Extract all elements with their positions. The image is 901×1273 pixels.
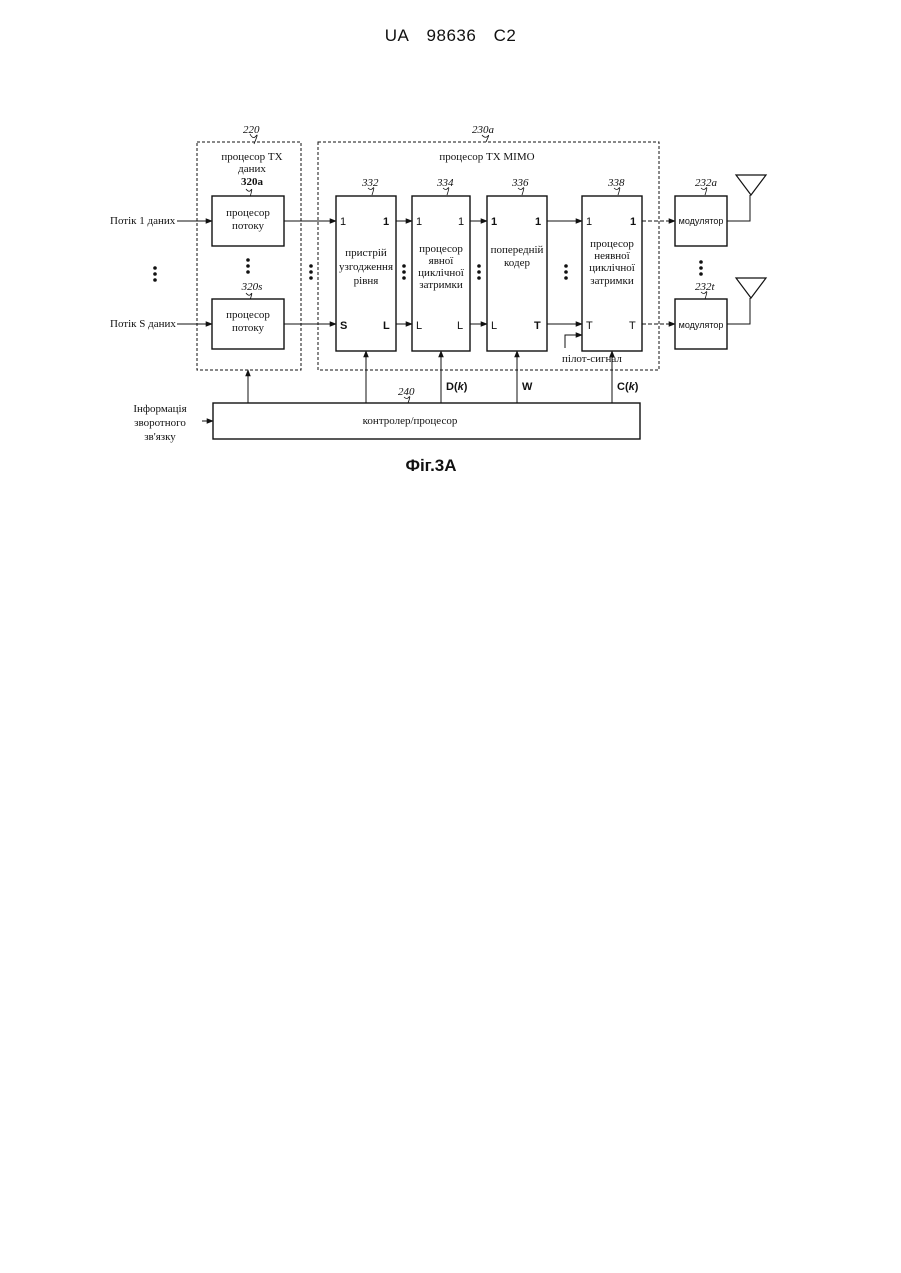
block-334-line4: затримки [419, 279, 463, 291]
ellipsis-dot [699, 272, 703, 276]
ref-332: 332 [361, 177, 379, 189]
modulator-first-label: модулятор [679, 216, 724, 226]
ellipsis-dot [309, 276, 313, 280]
ellipsis-dot [477, 276, 481, 280]
ref-320s: 320s [241, 281, 263, 293]
ellipsis-dot [699, 260, 703, 264]
block-diagram: 220 процесор TX даних 320a процесор пото… [0, 0, 901, 500]
stream-processor-last-line1: процесор [226, 309, 270, 321]
antenna-feed-last [727, 298, 750, 324]
ellipsis-dot [564, 270, 568, 274]
ellipsis-dot [402, 276, 406, 280]
signal-c-label: C(k) [617, 381, 639, 393]
antenna-icon [736, 175, 766, 195]
block-334-line1: процесор [419, 243, 463, 255]
pilot-signal-arrow [565, 335, 582, 348]
ref-336: 336 [511, 177, 529, 189]
antenna-icon [736, 278, 766, 298]
feedback-label-line1: Інформація [133, 403, 186, 415]
block-336-line2: кодер [504, 257, 530, 269]
ellipsis-dot [402, 270, 406, 274]
block-334-port-out-top: 1 [458, 216, 464, 228]
ref-334: 334 [436, 177, 454, 189]
input-stream-last-label: Потік S даних [110, 318, 176, 330]
tx-data-title-line1: процесор TX [221, 151, 282, 163]
stream-processor-first-line2: потоку [232, 220, 265, 232]
block-332-port-out-bottom: L [383, 320, 390, 332]
ref-240: 240 [398, 386, 415, 398]
ref-320a: 320a [241, 176, 264, 188]
block-332-port-in-top: 1 [340, 216, 346, 228]
block-334-line3: циклічної [418, 267, 465, 279]
ellipsis-dot [246, 258, 250, 262]
ref-232t: 232t [695, 281, 716, 293]
modulator-last-label: модулятор [679, 320, 724, 330]
input-stream-first-label: Потік 1 даних [110, 215, 176, 227]
ref-230a: 230a [472, 124, 495, 136]
block-338-port-in-top: 1 [586, 216, 592, 228]
block-338-port-in-bottom: T [586, 320, 593, 332]
block-336-line1: попередній [491, 244, 544, 256]
ellipsis-dot [699, 266, 703, 270]
block-334-port-in-top: 1 [416, 216, 422, 228]
block-338-port-out-bottom: T [629, 320, 636, 332]
ref-220: 220 [243, 124, 260, 136]
ref-338: 338 [607, 177, 625, 189]
ellipsis-dot [477, 270, 481, 274]
block-338-line1: процесор [590, 238, 634, 250]
signal-w-label: W [522, 381, 533, 393]
feedback-label-line3: зв'язку [144, 431, 176, 443]
ellipsis-dot [153, 278, 157, 282]
ellipsis-dot [402, 264, 406, 268]
ref-leader-230a [482, 135, 489, 142]
block-332-line2: узгодження [339, 261, 393, 273]
block-334-port-in-bottom: L [416, 320, 422, 332]
block-332-port-in-bottom: S [340, 320, 347, 332]
tx-mimo-title: процесор TX MIMO [439, 151, 534, 163]
ellipsis-dot [477, 264, 481, 268]
ellipsis-dot [564, 276, 568, 280]
block-334-line2: явної [429, 255, 455, 267]
ellipsis-dot [246, 270, 250, 274]
antenna-feed-first [727, 195, 750, 221]
block-332-line3: рівня [354, 275, 379, 287]
block-336-port-in-bottom: L [491, 320, 497, 332]
block-332-port-out-top: 1 [383, 216, 389, 228]
figure-caption: Фіг.3А [405, 456, 456, 475]
block-338-line2: неявної [594, 250, 630, 262]
pilot-signal-label: пілот-сигнал [562, 353, 622, 365]
block-338-line4: затримки [590, 275, 634, 287]
stream-processor-last-line2: потоку [232, 322, 265, 334]
block-336-port-out-top: 1 [535, 216, 541, 228]
feedback-label-line2: зворотного [134, 417, 186, 429]
block-338-line3: циклічної [589, 262, 636, 274]
ellipsis-dot [564, 264, 568, 268]
controller-processor-label: контролер/процесор [363, 415, 458, 427]
ellipsis-dot [153, 272, 157, 276]
ellipsis-dot [309, 270, 313, 274]
stream-processor-first-line1: процесор [226, 207, 270, 219]
ellipsis-dot [309, 264, 313, 268]
block-334-port-out-bottom: L [457, 320, 463, 332]
block-338-port-out-top: 1 [630, 216, 636, 228]
block-336-port-out-bottom: T [534, 320, 541, 332]
block-332-line1: пристрій [345, 247, 387, 259]
signal-d-label: D(k) [446, 381, 468, 393]
ref-232a: 232a [695, 177, 718, 189]
block-336-port-in-top: 1 [491, 216, 497, 228]
tx-data-title-line2: даних [238, 163, 266, 175]
ellipsis-dot [153, 266, 157, 270]
ellipsis-dot [246, 264, 250, 268]
